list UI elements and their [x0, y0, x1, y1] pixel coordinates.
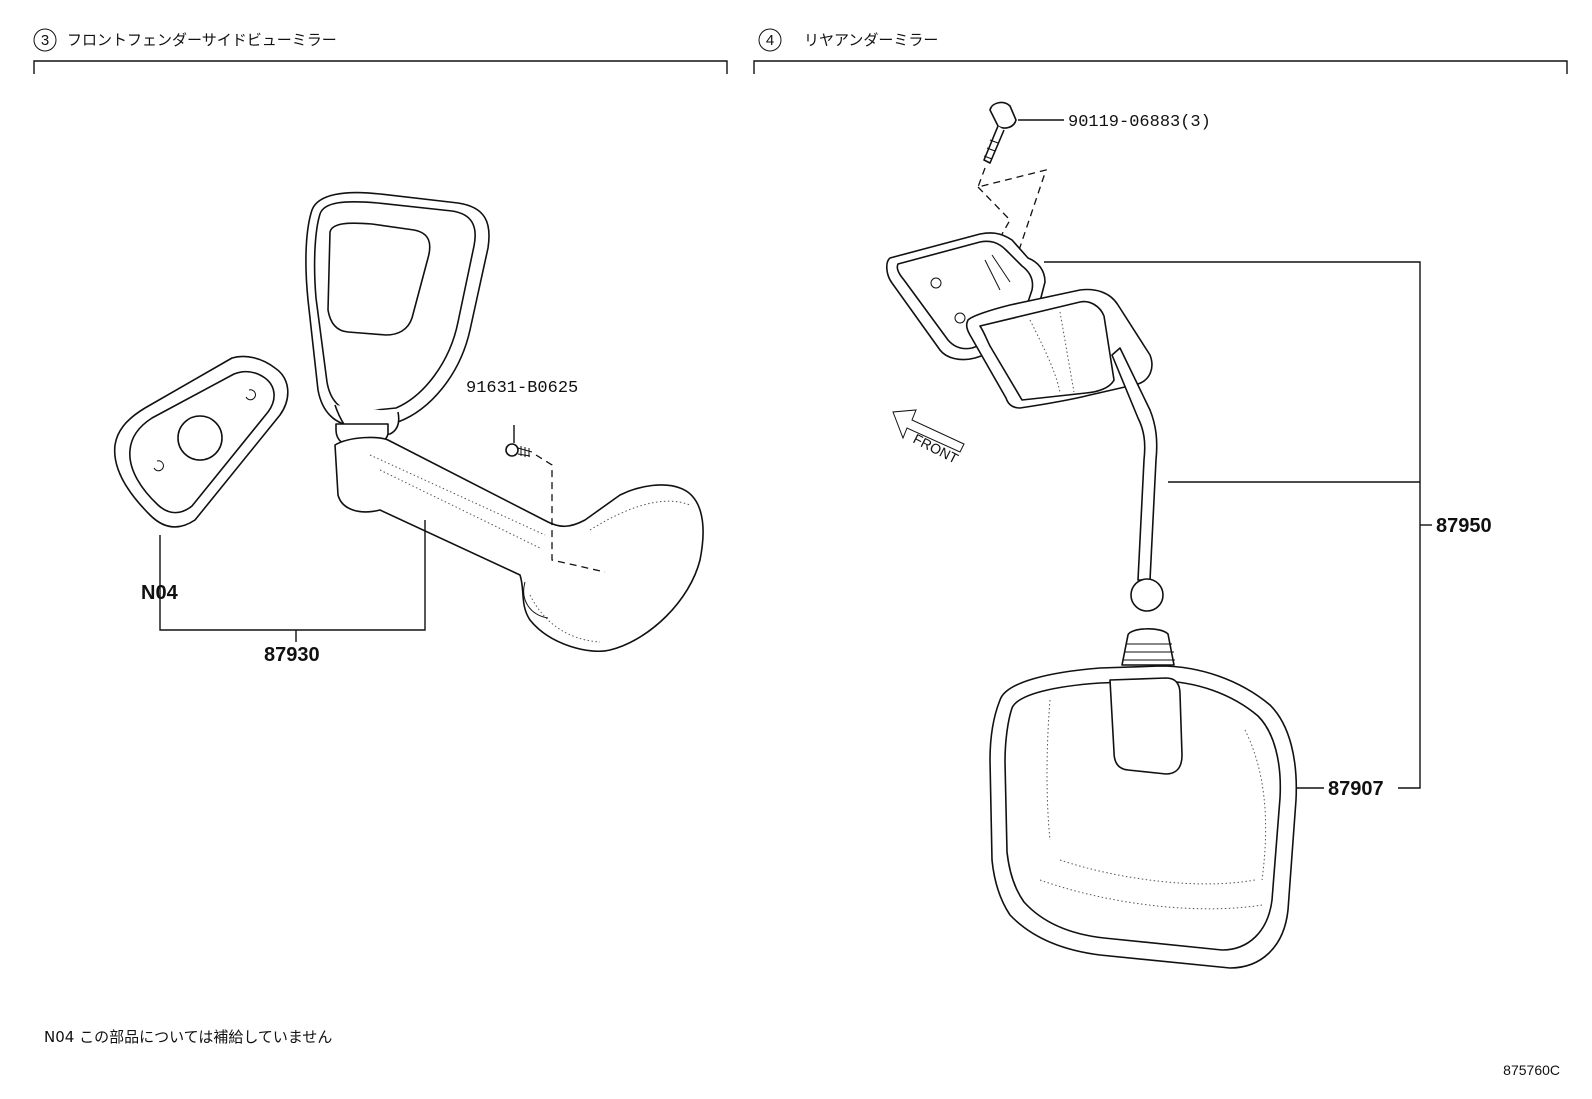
illustration-code: 875760C	[1503, 1062, 1560, 1078]
rear-bolt-drawing	[983, 101, 1017, 164]
front-mirror-illustration	[113, 191, 704, 652]
front-direction-arrow: FRONT	[892, 409, 965, 467]
section-header-3: 3 フロントフェンダーサイドビューミラー	[33, 28, 728, 74]
rear-mirror-illustration: FRONT	[886, 101, 1298, 969]
section-number-circle	[758, 28, 782, 52]
part-number-87907: 87907	[1328, 778, 1384, 800]
front-direction-label: FRONT	[911, 430, 962, 466]
footnote: N04 この部品については補給していません	[44, 1028, 332, 1046]
section-number: 3	[41, 32, 49, 49]
rear-leader-lines	[1018, 119, 1432, 789]
front-screw-drawing	[505, 443, 533, 457]
section-number: 4	[766, 32, 774, 49]
front-leader-lines	[159, 425, 515, 642]
part-number-87950: 87950	[1436, 515, 1492, 537]
section-header-4: 4 リヤアンダーミラー	[753, 28, 1568, 74]
section-bracket	[753, 60, 1568, 74]
section-number-circle	[33, 28, 57, 52]
part-number-87930: 87930	[264, 644, 320, 666]
part-number-90119-06883: 90119-06883(3)	[1068, 113, 1211, 132]
section-title: フロントフェンダーサイドビューミラー	[67, 31, 337, 49]
section-bracket	[33, 60, 728, 74]
part-note-N04: N04	[141, 582, 179, 604]
part-number-91631-B0625: 91631-B0625	[466, 379, 578, 398]
section-title: リヤアンダーミラー	[804, 31, 938, 49]
